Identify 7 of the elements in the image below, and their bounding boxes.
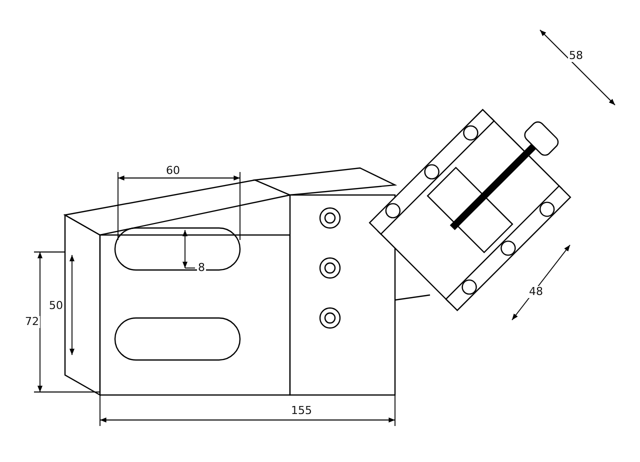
dimension-label: 8 bbox=[197, 262, 206, 274]
dimension-label: 48 bbox=[528, 286, 544, 298]
dimension-label: 50 bbox=[48, 300, 64, 312]
dimension-label: 155 bbox=[290, 405, 313, 417]
dimension-label: 58 bbox=[568, 50, 584, 62]
dimension-label: 72 bbox=[24, 316, 40, 328]
dimension-label: 60 bbox=[165, 165, 181, 177]
